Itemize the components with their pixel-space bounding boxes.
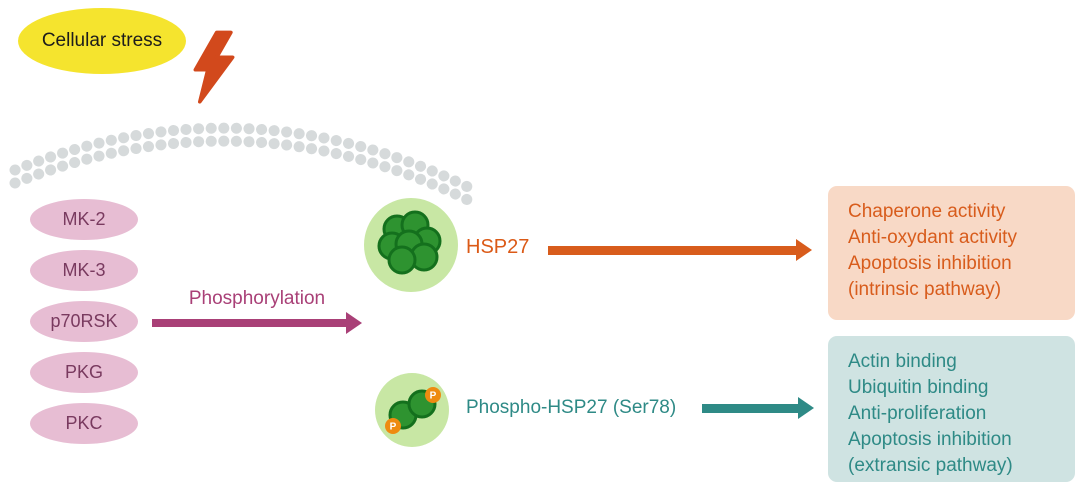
arrow-shaft <box>702 403 798 413</box>
svg-text:P: P <box>390 422 397 433</box>
kinase-label: MK-3 <box>62 260 106 280</box>
function-line: Ubiquitin binding <box>848 377 989 398</box>
arrow-head <box>798 397 814 419</box>
phosphorylation-label: Phosphorylation <box>188 288 326 309</box>
kinase-label: PKG <box>64 362 103 382</box>
cell-membrane <box>9 122 476 207</box>
hsp27-label: HSP27 <box>466 236 530 258</box>
kinase-label: PKC <box>65 413 103 433</box>
arrow-head <box>796 239 812 261</box>
function-line: Apoptosis inhibition <box>848 253 1012 274</box>
hsp27-functions-box: Chaperone activity Anti-oxydant activity… <box>828 186 1075 320</box>
cellular-stress-bubble: Cellular stress <box>18 8 186 74</box>
kinase-label: p70RSK <box>50 311 118 331</box>
arrow-head <box>346 312 362 334</box>
phospho-hsp27-dimer-icon: P P <box>375 373 449 447</box>
kinase-bubble-p70rsk: p70RSK <box>30 301 138 342</box>
cellular-stress-label: Cellular stress <box>41 30 163 51</box>
function-line: Apoptosis inhibition <box>848 429 1012 450</box>
function-line: (extransic pathway) <box>848 455 1013 476</box>
phospho-hsp27-functions-box: Actin binding Ubiquitin binding Anti-pro… <box>828 336 1075 482</box>
function-line: Chaperone activity <box>848 201 1006 222</box>
kinase-bubble-mk3: MK-3 <box>30 250 138 291</box>
arrow-shaft <box>548 245 796 255</box>
function-line: (intrinsic pathway) <box>848 279 1002 300</box>
lightning-icon <box>193 30 235 104</box>
phospho-hsp27-label: Phospho-HSP27 (Ser78) <box>466 397 677 418</box>
phosphorylation-arrow <box>152 312 362 334</box>
phosphate-badge: P <box>385 418 401 434</box>
kinase-bubble-mk2: MK-2 <box>30 199 138 240</box>
function-line: Anti-proliferation <box>848 403 987 424</box>
phospho-hsp27-functions-arrow <box>702 396 814 420</box>
kinase-bubble-pkg: PKG <box>30 352 138 393</box>
kinase-bubble-pkc: PKC <box>30 403 138 444</box>
arrow-shaft <box>152 319 346 327</box>
function-line: Actin binding <box>848 351 957 372</box>
kinase-label: MK-2 <box>62 209 106 229</box>
hsp27-functions-arrow <box>548 238 812 262</box>
hsp27-oligomer-icon <box>364 198 458 292</box>
phosphate-badge: P <box>425 387 441 403</box>
svg-text:P: P <box>430 391 437 402</box>
function-line: Anti-oxydant activity <box>848 227 1017 248</box>
